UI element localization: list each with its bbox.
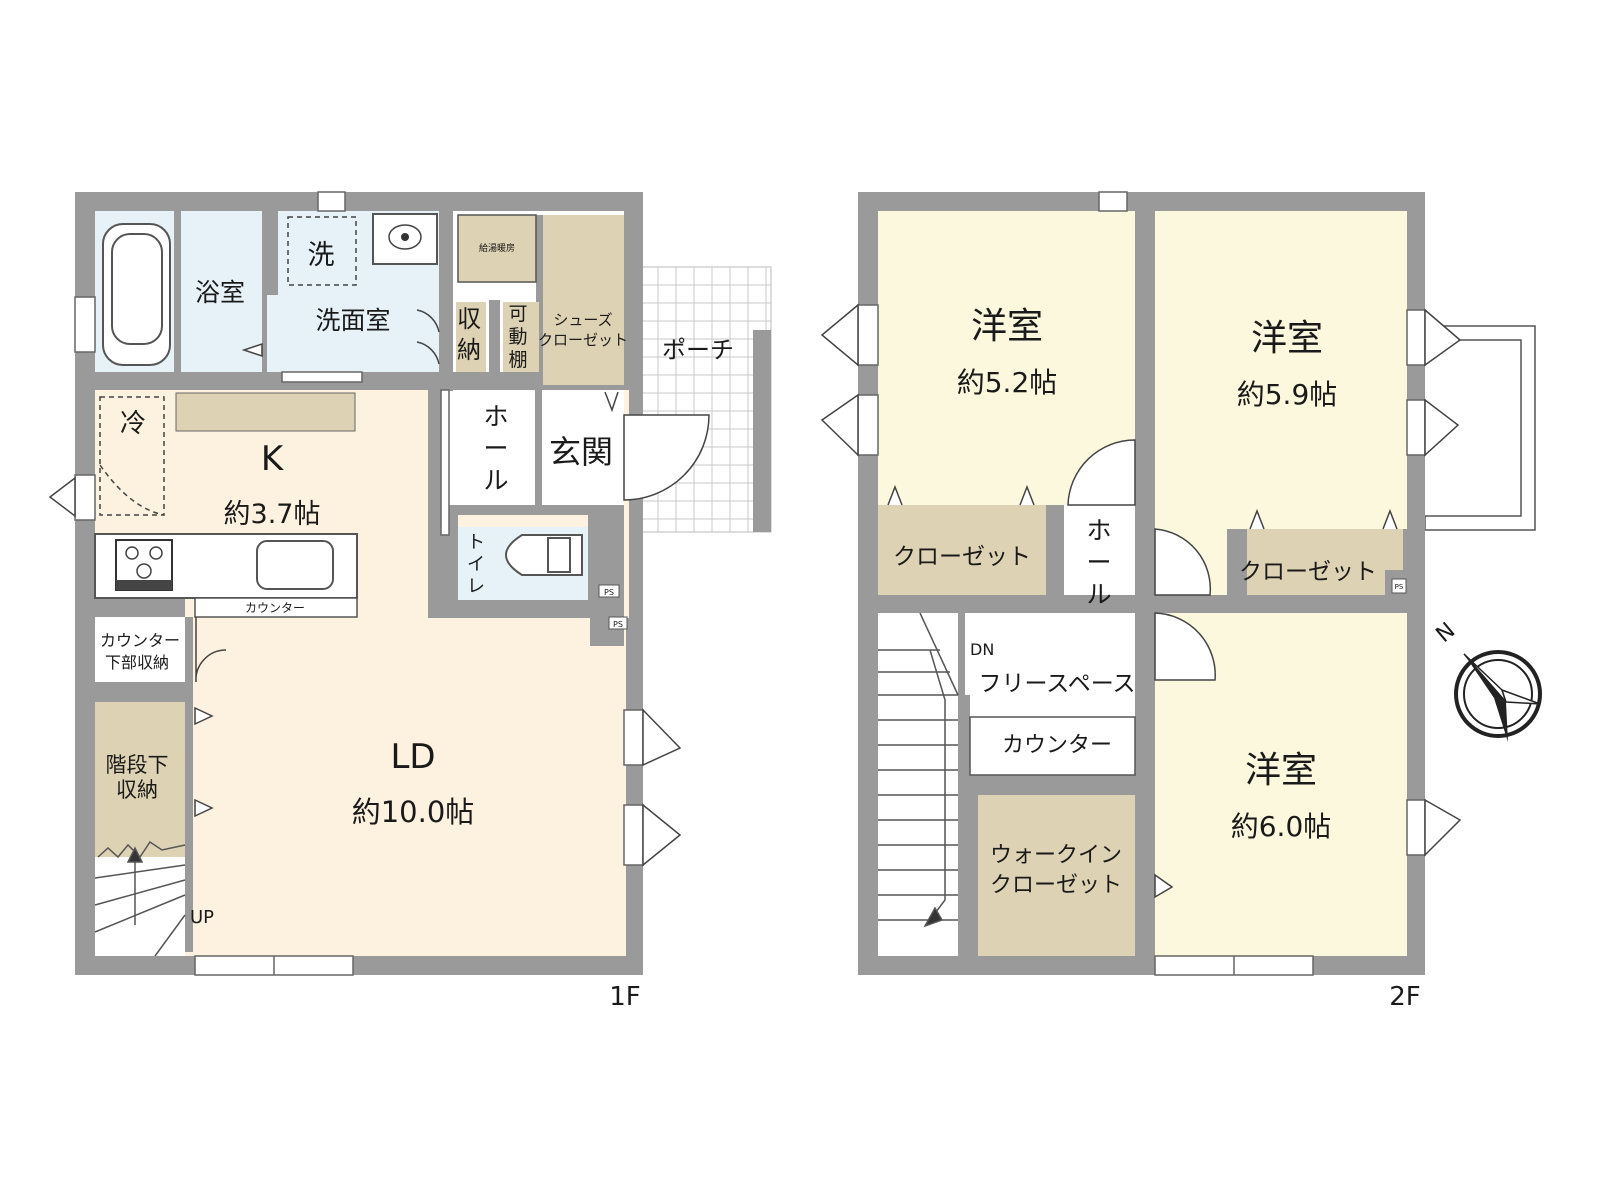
kitchen-sink-icon [256, 540, 334, 590]
western-room-b [1155, 211, 1407, 529]
under-stair-storage [95, 702, 185, 857]
under-counter-label-1: カウンター [100, 631, 180, 650]
front-door[interactable] [623, 414, 710, 501]
closet-b-label: クローゼット [1239, 559, 1377, 585]
entrance [538, 390, 624, 505]
water-heater [457, 214, 537, 283]
counter-2f [969, 716, 1136, 776]
entrance-label: 玄関 [549, 433, 613, 471]
under-stair-label-1: 階段下 [106, 753, 169, 777]
floor-2f: PS 洋室 約5.2帖 洋室 約5.9帖 洋室 約6.0帖 クローゼット クロー… [820, 191, 1536, 1012]
upper-cabinet [175, 392, 356, 432]
closet-a-label: クローゼット [893, 544, 1031, 570]
window-2f-b1 [1406, 309, 1426, 366]
counter [194, 597, 358, 618]
under-counter-door[interactable] [195, 617, 227, 683]
fridge-icon [99, 396, 165, 516]
storage-label: 収納 [457, 305, 481, 364]
svg-text:PS: PS [604, 588, 614, 597]
ld-label: LD [390, 737, 435, 777]
western-c-size: 約6.0帖 [1231, 810, 1332, 843]
ps-box-a [598, 584, 620, 598]
wic-label-2: クローゼット [990, 873, 1122, 898]
floor-label-2f: 2F [1389, 982, 1421, 1012]
hall-1f [441, 390, 535, 505]
stairs-icon-1f [94, 840, 186, 957]
closet-a [878, 505, 1046, 595]
stairs-2f [878, 613, 958, 956]
door-room-b[interactable] [1154, 528, 1212, 596]
washer-label: 洗 [308, 240, 335, 271]
movable-shelf [503, 302, 539, 372]
toilet-label: トイレ [467, 532, 485, 597]
door-room-a[interactable] [1067, 439, 1136, 506]
window-1f-bath [74, 296, 96, 353]
shelf-label: 可動棚 [508, 303, 527, 371]
floor-label-1f: 1F [609, 982, 641, 1012]
window-1f-kitchen [74, 474, 96, 521]
window-1f-top [317, 191, 346, 212]
window-2f-a1 [857, 304, 879, 366]
sliding-door-hall [440, 389, 450, 536]
floor-1f: ポーチ 給湯暖房 [48, 191, 772, 1012]
stairs-1f [95, 857, 185, 956]
hall-label-2f: ホール [1086, 516, 1111, 609]
svg-text:給湯暖房: 給湯暖房 [479, 242, 515, 254]
ps-box-b [608, 616, 628, 630]
counter-label: カウンター [245, 601, 305, 615]
ps-box-2f [1391, 578, 1407, 594]
wash-storage-door[interactable] [416, 309, 440, 333]
western-c-label: 洋室 [1245, 750, 1317, 791]
living-dining [185, 598, 626, 956]
svg-text:UP: UP [190, 907, 214, 928]
western-b-size: 約5.9帖 [1237, 378, 1338, 411]
under-counter-storage [95, 617, 185, 682]
western-a-size: 約5.2帖 [957, 366, 1058, 399]
window-2f-top [1098, 191, 1128, 212]
wic-label-1: ウォークイン [990, 843, 1122, 868]
toilet-icon [505, 534, 583, 576]
kitchen-label: K [261, 439, 285, 479]
western-a-label: 洋室 [971, 306, 1043, 347]
under-stair-label-2: 収納 [116, 778, 158, 802]
under-counter-label-2: 下部収納 [105, 653, 169, 672]
dn-label: DN [970, 640, 994, 659]
svg-text:PS: PS [613, 620, 623, 629]
compass-north-label: N [1431, 618, 1460, 648]
svg-text:PS: PS [1395, 583, 1404, 591]
ld-size: 約10.0帖 [352, 795, 475, 829]
fridge-label: 冷 [120, 409, 146, 439]
counter-2f-label: カウンター [1002, 733, 1112, 758]
bath-label: 浴室 [195, 278, 245, 307]
free-space-label: フリースペース [978, 671, 1135, 697]
shoe-closet [543, 215, 624, 385]
shoe-closet-label-1: シューズ [553, 311, 612, 329]
window-1f-ld-b [623, 804, 644, 866]
washroom-label: 洗面室 [315, 306, 390, 335]
door-room-c[interactable] [1154, 612, 1216, 681]
porch-label: ポーチ [662, 336, 734, 364]
storage-small [456, 302, 486, 372]
window-2f-a2 [857, 394, 879, 456]
stairs-icon-2f [878, 612, 959, 928]
compass-icon: N [1431, 618, 1542, 742]
window-2f-c [1406, 799, 1426, 856]
western-b-label: 洋室 [1251, 318, 1323, 359]
kitchen-size: 約3.7帖 [224, 499, 321, 530]
stove-icon [115, 539, 173, 591]
window-1f-ld-a [623, 709, 644, 766]
shoe-closet-label-2: クローゼット [538, 331, 628, 349]
washer-icon [287, 216, 357, 286]
hall-label-1f: ホール [483, 402, 508, 495]
sliding-door-wash [281, 371, 363, 383]
closet-b [1247, 529, 1403, 595]
walk-in-closet [978, 795, 1135, 956]
window-2f-b2 [1406, 399, 1426, 456]
